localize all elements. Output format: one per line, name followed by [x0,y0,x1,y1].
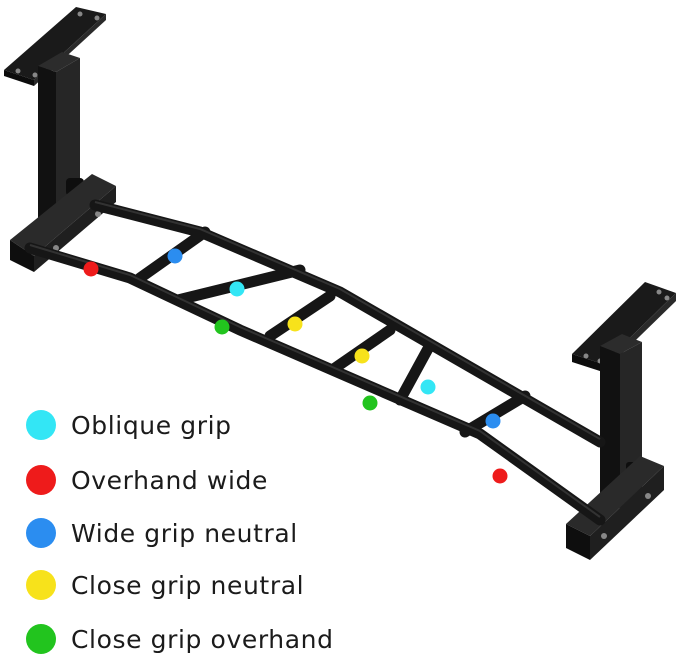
legend-item-close-neutral: Close grip neutral [26,568,304,602]
close-overhand-color-dot [26,624,56,654]
grip-dot-close-neutral [287,316,303,332]
grip-markers [83,248,508,484]
right-ceiling-mount [566,282,676,560]
grip-dot-oblique [420,379,436,395]
left-ceiling-mount [4,7,116,272]
grip-dot-close-neutral [354,348,370,364]
oblique-color-dot [26,410,56,440]
close-neutral-color-dot [26,570,56,600]
legend-label: Wide grip neutral [71,518,298,548]
grip-dot-close-overhand [362,395,378,411]
overhand-wide-color-dot [26,465,56,495]
grip-dot-wide-neutral [485,413,501,429]
legend-item-close-overhand: Close grip overhand [26,622,334,656]
legend-item-wide-neutral: Wide grip neutral [26,516,298,550]
grip-dot-overhand-wide [83,261,99,277]
grip-dot-close-overhand [214,319,230,335]
legend-item-oblique: Oblique grip [26,408,232,442]
grip-dot-overhand-wide [492,468,508,484]
wide-neutral-color-dot [26,518,56,548]
grip-dot-oblique [229,281,245,297]
legend-label: Oblique grip [71,410,232,440]
legend-item-overhand-wide: Overhand wide [26,463,268,497]
legend-label: Close grip overhand [71,624,334,654]
legend-label: Close grip neutral [71,570,305,600]
grip-dot-wide-neutral [167,248,183,264]
legend-label: Overhand wide [71,465,268,495]
